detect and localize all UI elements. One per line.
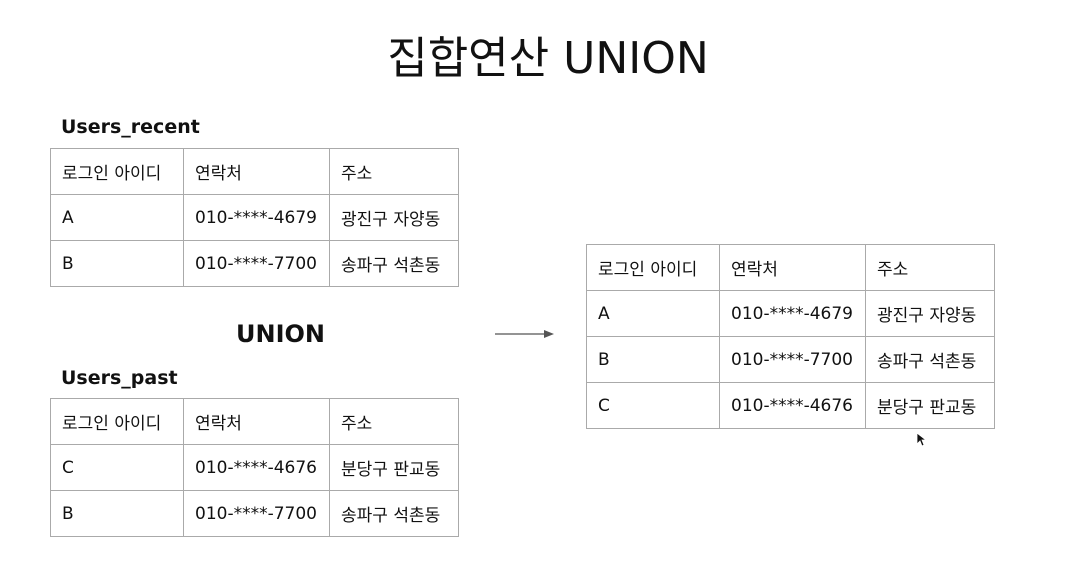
cell-address: 송파구 석촌동 [329, 490, 459, 537]
table-row: A 010-****-4679 광진구 자양동 [586, 290, 995, 337]
users-past-caption: Users_past [61, 367, 178, 389]
table-header-row: 로그인 아이디 연락처 주소 [586, 244, 995, 291]
column-header-contact: 연락처 [183, 398, 330, 445]
column-header-address: 주소 [865, 244, 995, 291]
cell-contact: 010-****-7700 [183, 490, 330, 537]
column-header-address: 주소 [329, 148, 459, 195]
column-header-login-id: 로그인 아이디 [586, 244, 720, 291]
union-operator-label: UNION [236, 320, 325, 348]
column-header-contact: 연락처 [719, 244, 866, 291]
column-header-contact: 연락처 [183, 148, 330, 195]
mouse-cursor-icon [916, 432, 928, 447]
cell-login-id: A [50, 194, 184, 241]
cell-contact: 010-****-7700 [183, 240, 330, 287]
table-row: B 010-****-7700 송파구 석촌동 [50, 490, 459, 537]
page-title: 집합연산 UNION [387, 33, 709, 84]
cell-address: 분당구 판교동 [329, 444, 459, 491]
table-row: B 010-****-7700 송파구 석촌동 [50, 240, 459, 287]
right-arrow-icon [495, 330, 554, 338]
users-recent-table: 로그인 아이디 연락처 주소 A 010-****-4679 광진구 자양동 B… [50, 148, 459, 287]
cell-address: 광진구 자양동 [329, 194, 459, 241]
column-header-login-id: 로그인 아이디 [50, 148, 184, 195]
table-row: C 010-****-4676 분당구 판교동 [586, 382, 995, 429]
users-past-table: 로그인 아이디 연락처 주소 C 010-****-4676 분당구 판교동 B… [50, 398, 459, 537]
users-recent-caption: Users_recent [61, 116, 200, 138]
cell-contact: 010-****-7700 [719, 336, 866, 383]
cell-contact: 010-****-4679 [183, 194, 330, 241]
union-result-table: 로그인 아이디 연락처 주소 A 010-****-4679 광진구 자양동 B… [586, 244, 995, 429]
cell-login-id: B [50, 490, 184, 537]
cell-contact: 010-****-4679 [719, 290, 866, 337]
cell-login-id: C [586, 382, 720, 429]
table-header-row: 로그인 아이디 연락처 주소 [50, 398, 459, 445]
cell-login-id: B [586, 336, 720, 383]
cell-contact: 010-****-4676 [183, 444, 330, 491]
cell-address: 분당구 판교동 [865, 382, 995, 429]
table-row: A 010-****-4679 광진구 자양동 [50, 194, 459, 241]
table-row: C 010-****-4676 분당구 판교동 [50, 444, 459, 491]
cell-contact: 010-****-4676 [719, 382, 866, 429]
cell-login-id: B [50, 240, 184, 287]
cell-address: 송파구 석촌동 [865, 336, 995, 383]
cell-address: 광진구 자양동 [865, 290, 995, 337]
table-row: B 010-****-7700 송파구 석촌동 [586, 336, 995, 383]
table-header-row: 로그인 아이디 연락처 주소 [50, 148, 459, 195]
column-header-address: 주소 [329, 398, 459, 445]
column-header-login-id: 로그인 아이디 [50, 398, 184, 445]
cell-login-id: A [586, 290, 720, 337]
cell-address: 송파구 석촌동 [329, 240, 459, 287]
cell-login-id: C [50, 444, 184, 491]
